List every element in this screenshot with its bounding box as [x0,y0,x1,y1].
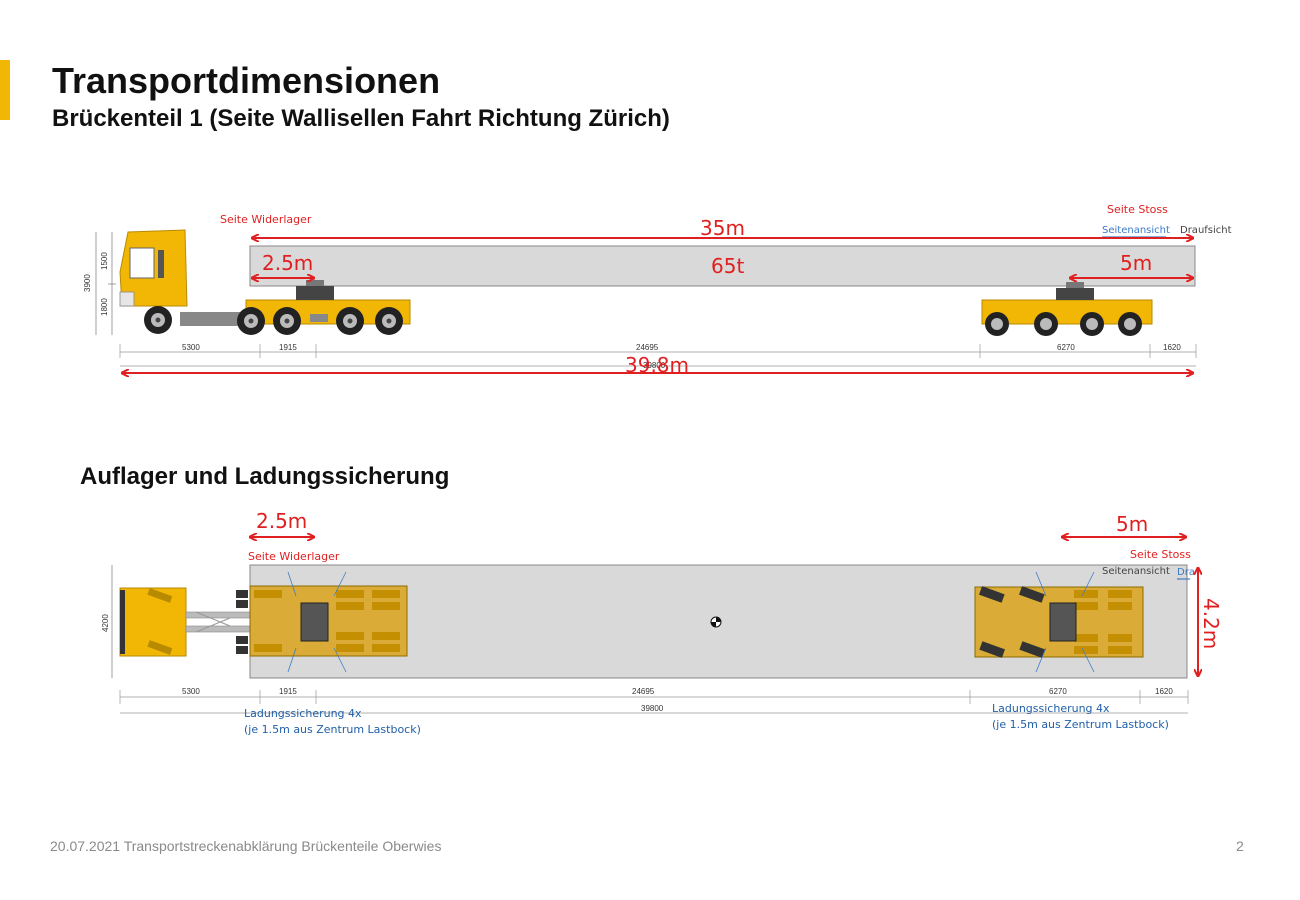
dim-height-lower: 1800 [100,298,109,316]
accent-bar [0,60,10,120]
tab-draufsicht[interactable]: Draufsicht [1180,225,1232,236]
rear-trailer-top [974,571,1144,673]
length-dimensions-side [119,344,1197,367]
center-of-gravity-icon [710,616,722,628]
label-widerlager-top: Seite Widerlager [248,550,340,563]
beam-length: 35m [700,216,745,240]
note-right-line2: (je 1.5m aus Zentrum Lastbock) [992,718,1169,731]
dim-width: 4200 [101,614,110,632]
tab-seitenansicht-top[interactable]: Seitenansicht [1102,566,1170,577]
dim-c: 24695 [636,343,659,352]
dim-total: 39800 [643,361,666,370]
dim-height-upper: 1500 [100,252,109,270]
note-left-line1: Ladungssicherung 4x [244,707,362,720]
label-widerlager: Seite Widerlager [220,213,312,226]
page-subtitle: Brückenteil 1 (Seite Wallisellen Fahrt R… [52,105,670,132]
label-stoss-top: Seite Stoss [1130,548,1191,561]
truck-top [119,587,251,657]
dim-a-top: 5300 [182,687,200,696]
overhang-right: 5m [1120,251,1152,275]
dim-d: 6270 [1057,343,1075,352]
bridge-beam-side [249,245,1196,287]
note-left-line2: (je 1.5m aus Zentrum Lastbock) [244,723,421,736]
overhang-left: 2.5m [262,251,313,275]
page-title: Transportdimensionen [52,60,441,101]
footer-text: 20.07.2021 Transportstreckenabklärung Br… [50,838,442,854]
overhang-left-top: 2.5m [256,509,307,533]
front-trailer-top [249,571,408,673]
dim-b: 1915 [279,343,297,352]
dim-c-top: 24695 [632,687,655,696]
dim-d-top: 6270 [1049,687,1067,696]
overhang-right-top: 5m [1116,512,1148,536]
truck-cab-side [119,229,250,326]
dim-b-top: 1915 [279,687,297,696]
beam-weight: 65t [711,254,744,278]
side-view: 3900 1500 1800 5300 1915 24695 6270 1620… [83,203,1232,377]
section-title: Auflager und Ladungssicherung [80,463,450,490]
tab-seitenansicht[interactable]: Seitenansicht [1102,225,1170,236]
dim-e: 1620 [1163,343,1181,352]
beam-width: 4.2m [1199,598,1223,649]
height-dimensions [95,232,116,335]
label-stoss: Seite Stoss [1107,203,1168,216]
dim-e-top: 1620 [1155,687,1173,696]
page-number: 2 [1236,838,1244,854]
dim-height-total: 3900 [83,274,92,292]
tab-draufsicht-top[interactable]: Dra [1177,567,1195,578]
note-right-line1: Ladungssicherung 4x [992,702,1110,715]
top-view: 4200 5300 1915 24695 6270 1620 39800 2.5… [101,509,1223,736]
wheels-side [144,306,1142,336]
dim-total-top: 39800 [641,704,664,713]
dim-a: 5300 [182,343,200,352]
length-dimensions-top [119,690,1189,714]
